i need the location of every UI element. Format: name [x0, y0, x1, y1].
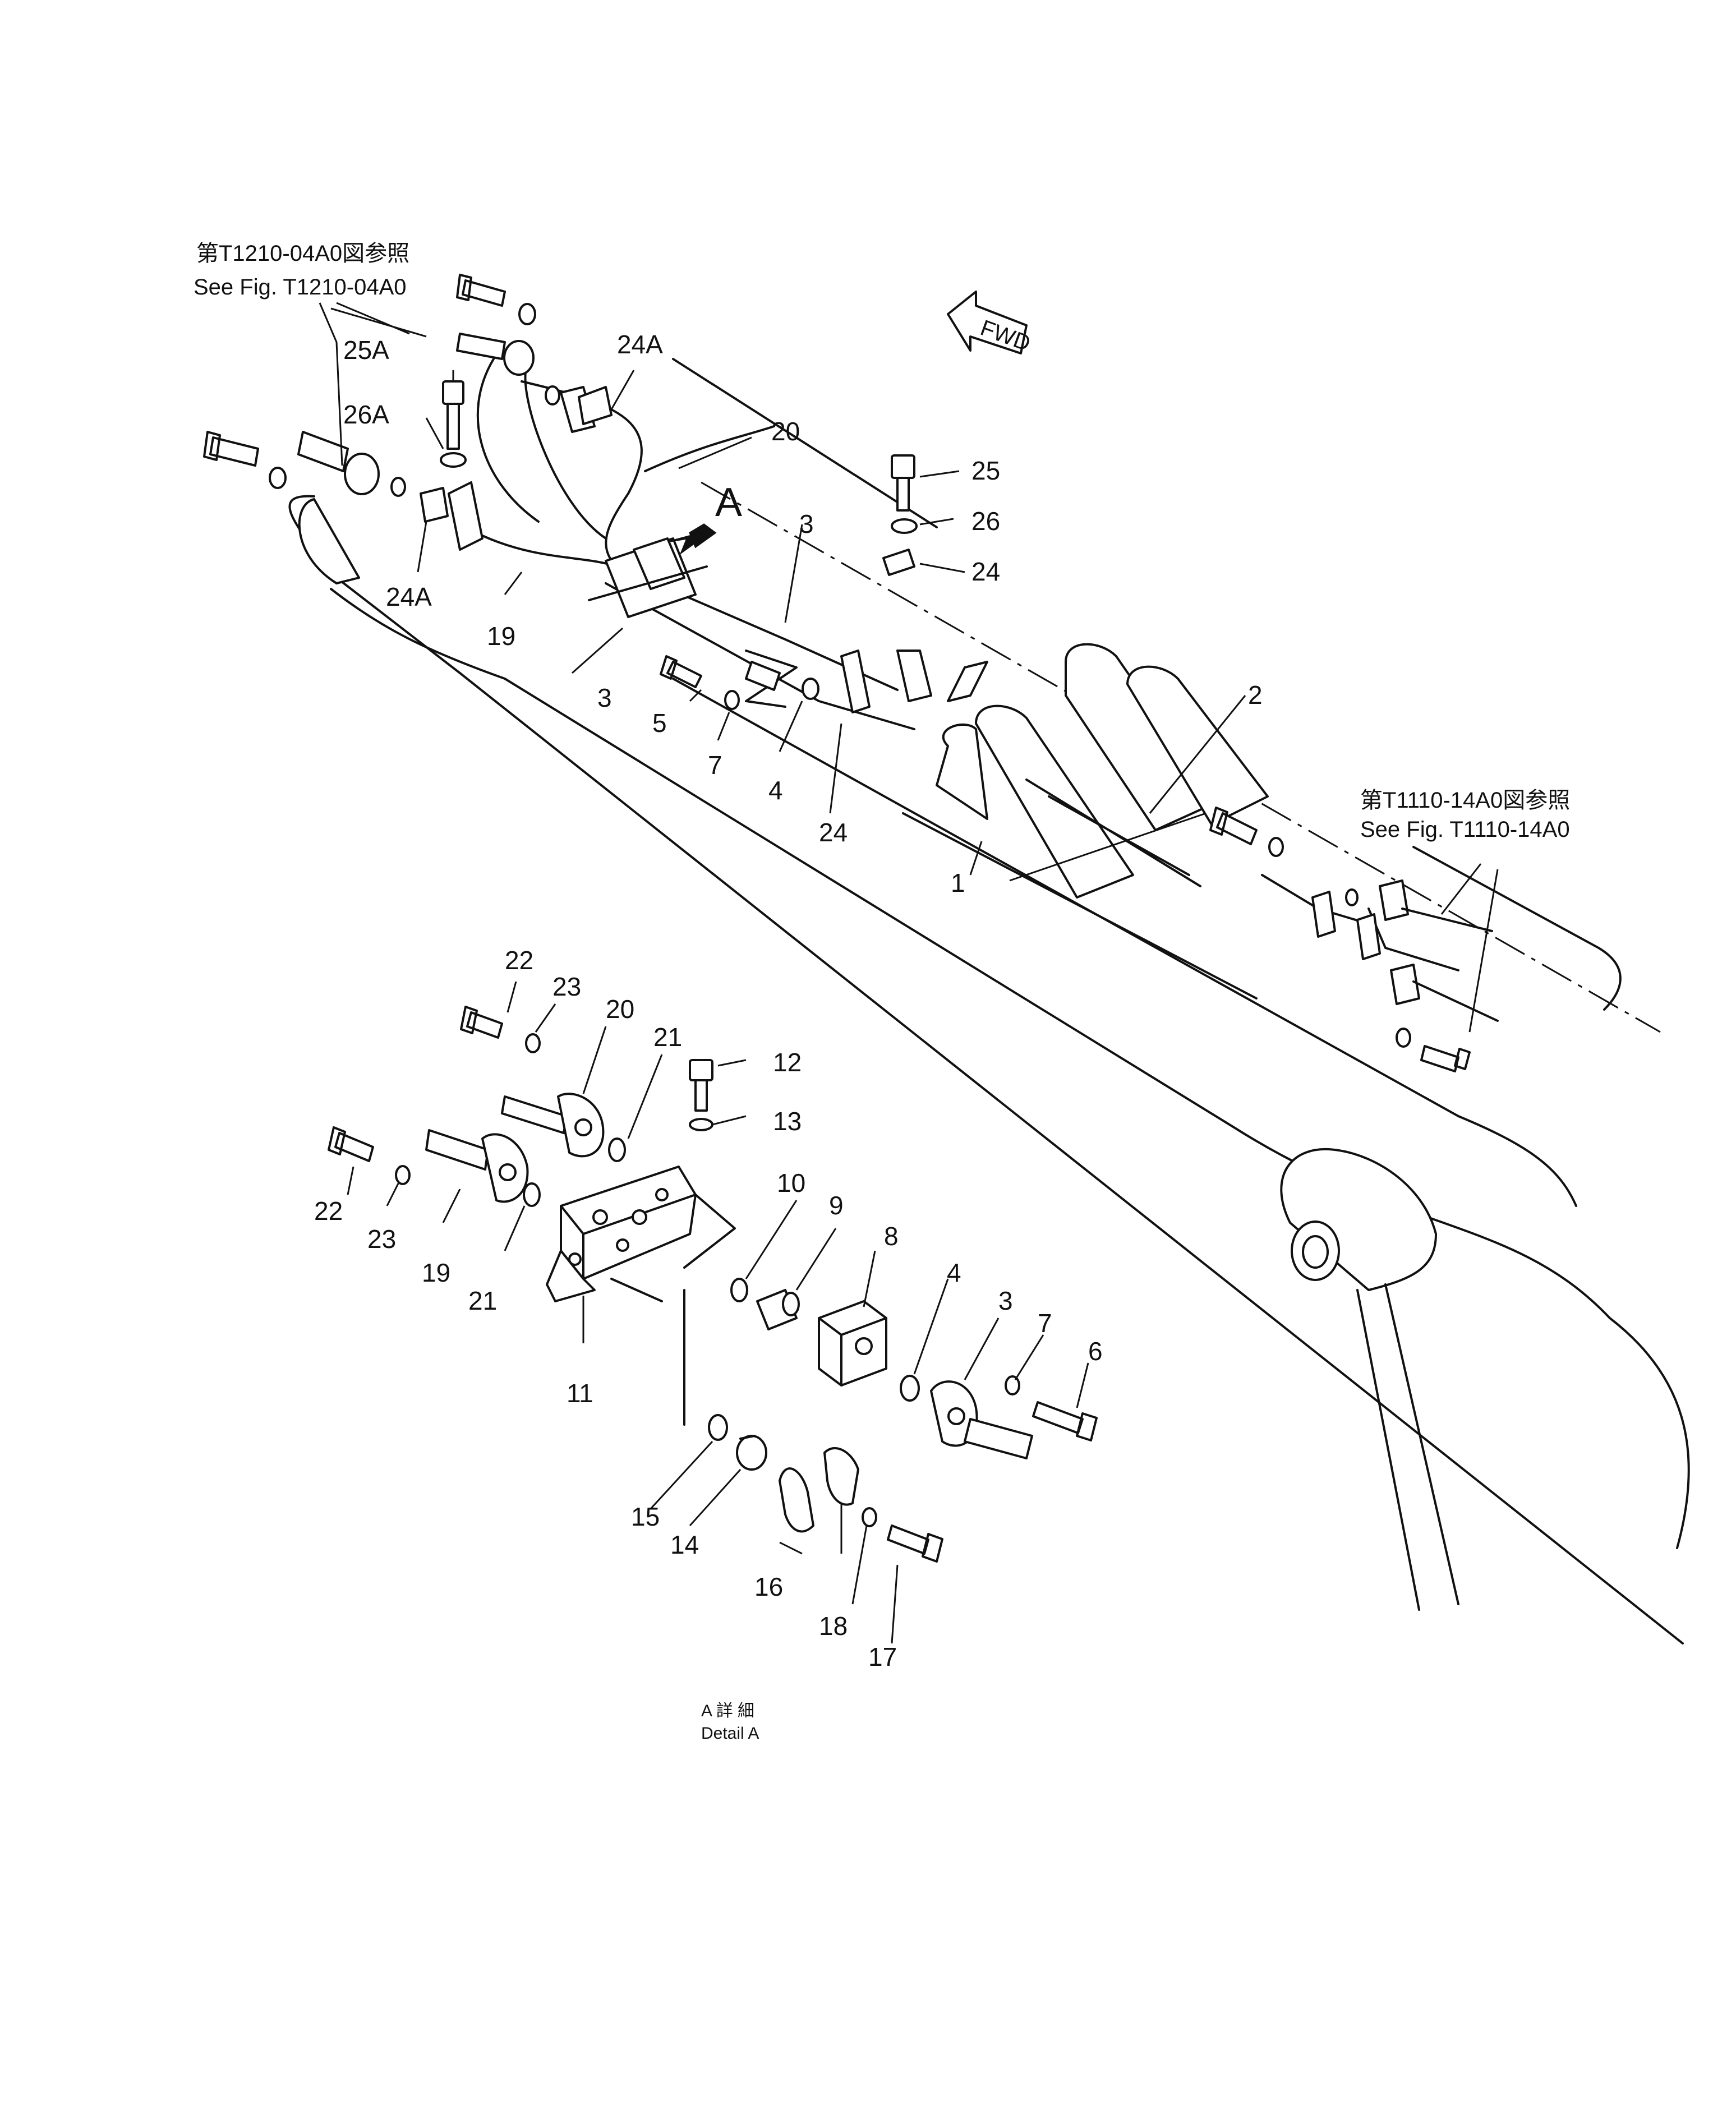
- reference-top-left-en: See Fig. T1210-04A0: [194, 275, 407, 300]
- callout-10: 10: [777, 1168, 805, 1197]
- callout-11: 11: [567, 1379, 593, 1408]
- oring-4-top: [802, 678, 819, 700]
- washer-7-detail: [1005, 1375, 1020, 1395]
- washer-23-left: [395, 1165, 411, 1185]
- callout-24-lower: 24: [819, 818, 848, 847]
- detail-caption: A 詳 細 Detail A: [701, 1702, 759, 1743]
- bolt-22-left: [328, 1126, 374, 1162]
- block-8: [818, 1300, 887, 1387]
- reference-top-left: 第T1210-04A0図参照 See Fig. T1210-04A0: [194, 241, 409, 300]
- callout-22-top: 22: [505, 946, 533, 975]
- flange-3-detail: [930, 1380, 1033, 1459]
- callout-numbers: 25A 26A 24A 24A 20 19 3 3 25 26 24 24 5 …: [314, 330, 1263, 1671]
- clamp-24A-left: [420, 487, 449, 523]
- washer-18: [862, 1507, 877, 1527]
- bolt-17: [887, 1524, 943, 1563]
- callout-18: 18: [819, 1611, 848, 1641]
- bolt-25A: [442, 380, 464, 450]
- callout-4-top: 4: [768, 776, 783, 805]
- bolt-25: [891, 454, 915, 512]
- reference-right-jp: 第T1110-14A0図参照: [1360, 788, 1570, 813]
- callout-16: 16: [754, 1572, 783, 1601]
- callout-1: 1: [951, 868, 965, 897]
- top-hardware: [203, 274, 1471, 1072]
- washer-26A: [440, 452, 467, 468]
- washer-7-top: [724, 690, 740, 710]
- callout-12: 12: [773, 1048, 802, 1077]
- bolt-top-a: [456, 274, 506, 307]
- oring-4-detail: [900, 1375, 920, 1402]
- view-marker-a: A: [715, 480, 742, 525]
- callout-13: 13: [773, 1107, 802, 1136]
- detail-caption-en: Detail A: [701, 1724, 759, 1743]
- reference-right-en: See Fig. T1110-14A0: [1360, 817, 1570, 842]
- bolt-6: [1032, 1401, 1098, 1441]
- hose-end-left: [297, 431, 349, 472]
- callout-3-detail: 3: [998, 1286, 1013, 1315]
- bolt-right-top: [1209, 807, 1258, 845]
- callout-24-upper: 24: [971, 557, 1000, 586]
- clamp-24A-top: [578, 386, 613, 425]
- hose-end-top: [456, 333, 506, 360]
- reference-top-left-jp: 第T1210-04A0図参照: [196, 241, 409, 266]
- callout-26: 26: [971, 506, 1000, 536]
- callout-25: 25: [971, 456, 1000, 485]
- split-flange-16: [779, 1447, 859, 1533]
- callout-19-detail: 19: [422, 1258, 450, 1287]
- bolt-12: [689, 1059, 713, 1112]
- top-manifold: [588, 537, 708, 618]
- detail-a-assembly: [328, 1006, 1098, 1563]
- callout-25A: 25A: [343, 335, 389, 365]
- boom-pin-boss: [1280, 1148, 1459, 1611]
- callout-26A: 26A: [343, 400, 389, 429]
- view-a-arrow: [670, 523, 717, 555]
- oring-10: [730, 1278, 748, 1302]
- callout-15: 15: [631, 1502, 660, 1531]
- oring-15: [708, 1414, 728, 1441]
- callout-2: 2: [1248, 680, 1263, 710]
- callout-3-mid: 3: [597, 683, 612, 712]
- callout-6: 6: [1088, 1337, 1103, 1366]
- flange-20: [501, 1093, 605, 1158]
- callout-3-top: 3: [799, 509, 814, 538]
- washer-26: [891, 518, 918, 534]
- oring-21-left: [523, 1182, 541, 1207]
- boom-arm: [288, 358, 1690, 1645]
- callout-4-detail: 4: [947, 1258, 961, 1287]
- callout-8: 8: [884, 1222, 899, 1251]
- bolt-right-bottom: [1420, 1045, 1471, 1072]
- callout-23-left: 23: [367, 1224, 396, 1254]
- callout-5: 5: [652, 708, 667, 738]
- callout-14: 14: [670, 1530, 699, 1559]
- callout-17: 17: [868, 1642, 897, 1671]
- callout-24A-top: 24A: [617, 330, 663, 359]
- callout-21-left: 21: [468, 1286, 497, 1315]
- detail-caption-jp: A 詳 細: [701, 1702, 754, 1720]
- fwd-arrow: FWD: [947, 291, 1034, 356]
- bolt-22-top: [460, 1006, 503, 1039]
- washer-13: [689, 1118, 713, 1131]
- bolt-top-b: [203, 431, 259, 467]
- callout-21-top: 21: [653, 1022, 682, 1052]
- callout-23-top: 23: [552, 972, 581, 1001]
- callout-24A-left: 24A: [386, 582, 432, 611]
- plug-14: [736, 1435, 767, 1471]
- manifold-block-11: [546, 1166, 736, 1426]
- washer-23-top: [525, 1033, 541, 1053]
- clamp-24-upper: [882, 549, 915, 576]
- callout-20-detail: 20: [606, 994, 634, 1024]
- bolt-5: [660, 655, 702, 688]
- leader-lines: [319, 302, 1499, 1644]
- callout-20-top: 20: [771, 417, 800, 446]
- insert-9: [756, 1289, 800, 1330]
- oring-21-top: [608, 1137, 626, 1162]
- callout-7-top: 7: [708, 750, 722, 780]
- reference-right: 第T1110-14A0図参照 See Fig. T1110-14A0: [1360, 788, 1570, 842]
- flange-19: [425, 1129, 529, 1203]
- callout-19-top: 19: [487, 621, 515, 651]
- callout-22-left: 22: [314, 1196, 343, 1226]
- callout-9: 9: [829, 1191, 844, 1220]
- callout-7-detail: 7: [1038, 1309, 1052, 1338]
